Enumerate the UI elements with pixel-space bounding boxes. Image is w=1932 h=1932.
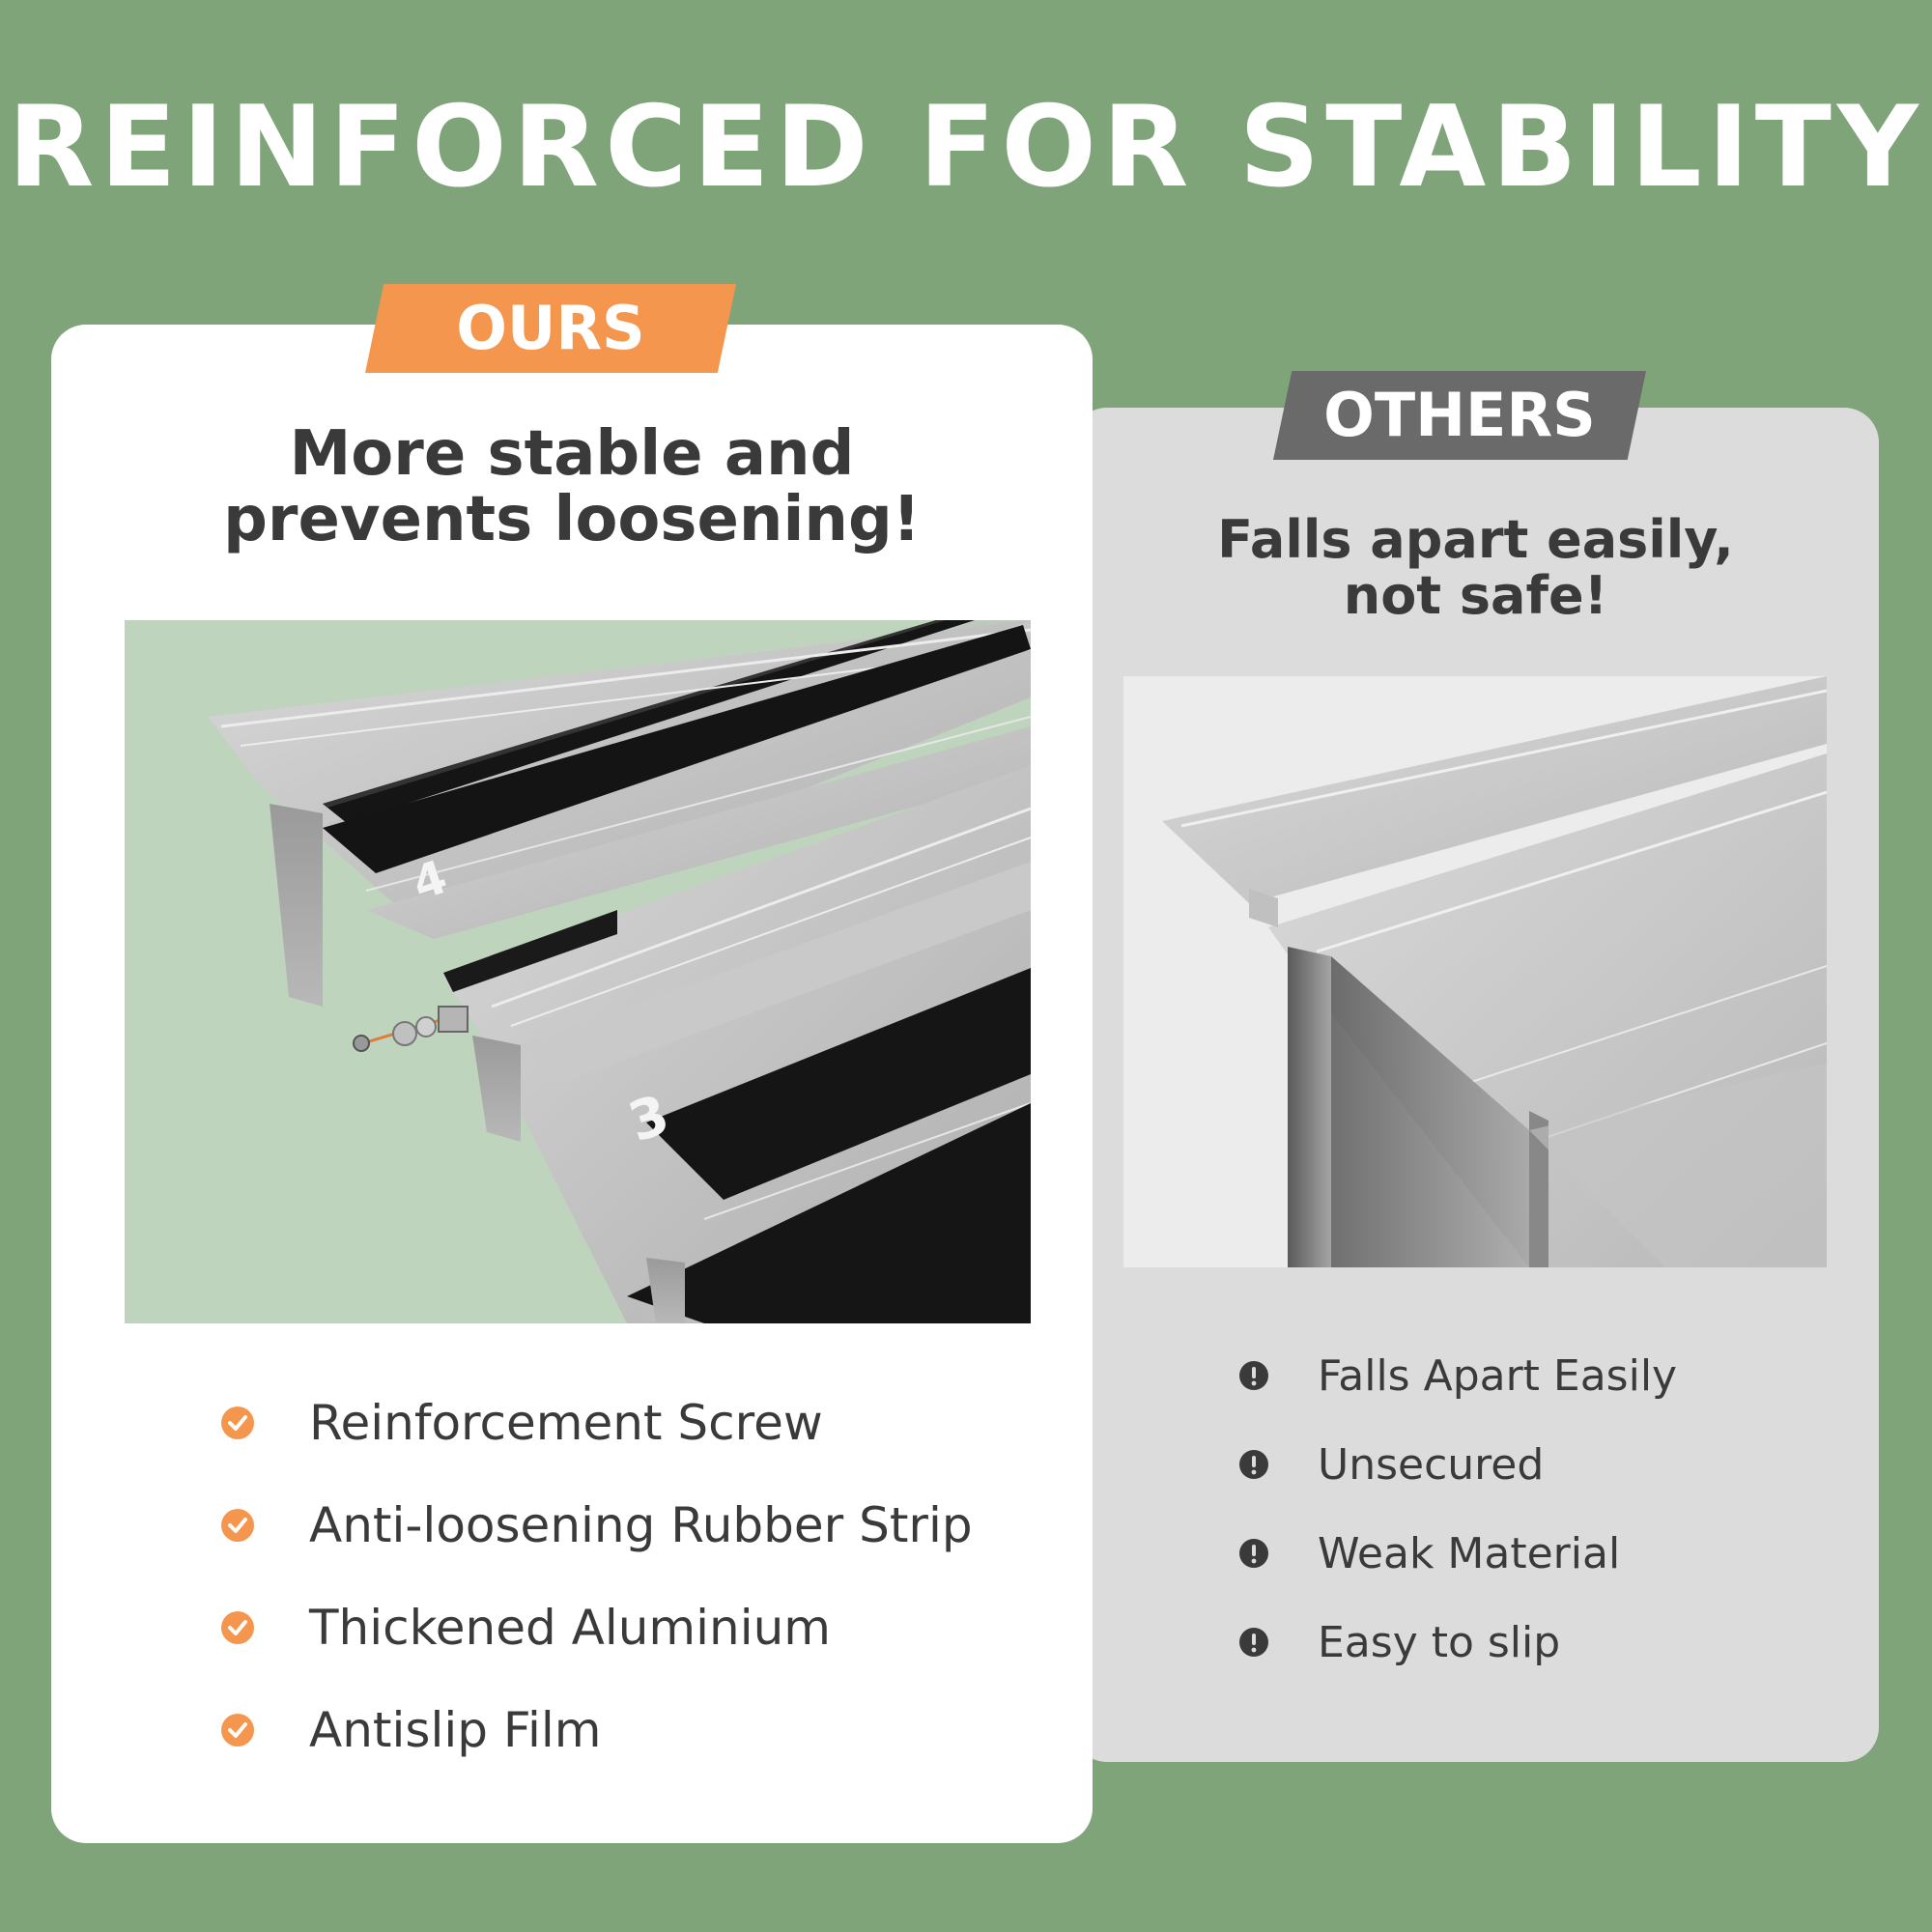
list-item: Weak Material [1238, 1509, 1677, 1598]
feature-label: Anti-loosening Rubber Strip [309, 1497, 973, 1553]
exclamation-circle-icon [1238, 1360, 1269, 1391]
feature-label: Thickened Aluminium [309, 1600, 831, 1656]
list-item: Falls Apart Easily [1238, 1331, 1677, 1420]
page-title: REINFORCED FOR STABILITY [8, 82, 1924, 213]
list-item: Thickened Aluminium [220, 1577, 973, 1679]
ours-feature-list: Reinforcement Screw Anti-loosening Rubbe… [220, 1372, 973, 1781]
others-tag: OTHERS [1273, 371, 1646, 460]
exclamation-circle-icon [1238, 1627, 1269, 1658]
check-circle-icon [220, 1406, 255, 1440]
screw-icon [353, 1006, 469, 1052]
ours-tag: OURS [365, 284, 736, 373]
others-ramp-illustration [1162, 676, 1827, 1267]
others-drawback-list: Falls Apart Easily Unsecured Weak Materi… [1238, 1331, 1677, 1687]
drawback-label: Weak Material [1318, 1528, 1621, 1578]
others-headline-line2: not safe! [1343, 565, 1608, 626]
others-headline: Falls apart easily, not safe! [1072, 512, 1879, 624]
exclamation-circle-icon [1238, 1449, 1269, 1480]
drawback-label: Easy to slip [1318, 1617, 1561, 1667]
list-item: Unsecured [1238, 1420, 1677, 1509]
others-headline-line1: Falls apart easily, [1217, 509, 1734, 570]
check-circle-icon [220, 1508, 255, 1543]
drawback-label: Unsecured [1318, 1439, 1545, 1490]
list-item: Reinforcement Screw [220, 1372, 973, 1474]
ours-product-image: 4 3 [125, 620, 1031, 1323]
ours-headline: More stable and prevents loosening! [51, 421, 1093, 553]
feature-label: Antislip Film [309, 1702, 602, 1758]
ours-headline-line2: prevents loosening! [223, 484, 921, 555]
check-circle-icon [220, 1610, 255, 1645]
others-product-image [1123, 676, 1827, 1267]
exclamation-circle-icon [1238, 1538, 1269, 1569]
ours-ramp-illustration: 4 3 [208, 620, 1031, 1323]
list-item: Antislip Film [220, 1679, 973, 1781]
drawback-label: Falls Apart Easily [1318, 1350, 1678, 1401]
feature-label: Reinforcement Screw [309, 1395, 823, 1451]
list-item: Anti-loosening Rubber Strip [220, 1474, 973, 1577]
check-circle-icon [220, 1713, 255, 1747]
list-item: Easy to slip [1238, 1598, 1677, 1687]
ours-headline-line1: More stable and [289, 418, 855, 490]
